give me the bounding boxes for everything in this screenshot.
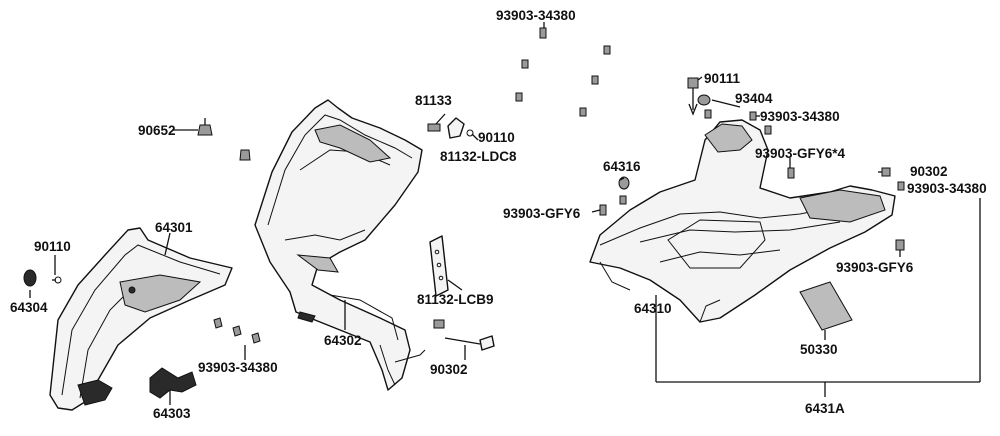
clip-81133 [427,123,441,132]
label-64301: 64301 [155,220,193,235]
floor-panel-64310 [589,119,896,323]
label-64303: 64303 [153,406,191,421]
nut-64304 [23,269,37,287]
bracket-81132-ldc8 [447,117,474,139]
label-64310: 64310 [634,301,672,316]
front-cover-64301 [49,227,233,411]
label-64304: 64304 [10,300,48,315]
label-64316: 64316 [603,159,641,174]
label-93903-34380-far-right: 93903-34380 [907,181,987,196]
floor-hardware [599,77,905,251]
label-81133: 81133 [415,93,452,108]
screws-front-bottom [213,317,261,344]
label-93903-34380-top: 93903-34380 [496,8,576,23]
label-93903-34380-right: 93903-34380 [760,109,840,124]
screws-top [515,27,611,117]
label-90302-right: 90302 [910,164,948,179]
label-90302-bottom: 90302 [430,362,468,377]
label-50330: 50330 [800,342,838,357]
screw-90110-left [52,276,62,284]
label-93903-34380-bottom: 93903-34380 [198,360,278,375]
front-cover-64302 [254,99,426,391]
label-90110-left: 90110 [34,239,71,254]
label-90652: 90652 [138,123,176,138]
bracket-90302-bottom [433,319,495,351]
label-81132-ldc8: 81132-LDC8 [440,149,517,164]
label-81132-lcb9: 81132-LCB9 [417,292,494,307]
label-90111: 90111 [704,71,741,86]
labels: 93903-34380 90111 93404 93903-34380 8113… [10,8,987,421]
clip-90652 [197,118,213,136]
label-93903-gfy6-right: 93903-GFY6 [836,260,914,275]
label-64302: 64302 [324,333,362,348]
label-90110-mid: 90110 [478,130,515,145]
plate-81132-lcb9 [429,235,449,297]
leader-lines [29,22,981,405]
pad-50330 [799,281,853,331]
emblem-64303 [149,367,197,399]
label-93404: 93404 [735,91,773,106]
clip-small-front [239,149,251,161]
label-6431a: 6431A [805,401,845,416]
label-93903-gfy6-left: 93903-GFY6 [503,206,581,221]
label-93903-gfy6-4: 93903-GFY6*4 [755,146,846,161]
